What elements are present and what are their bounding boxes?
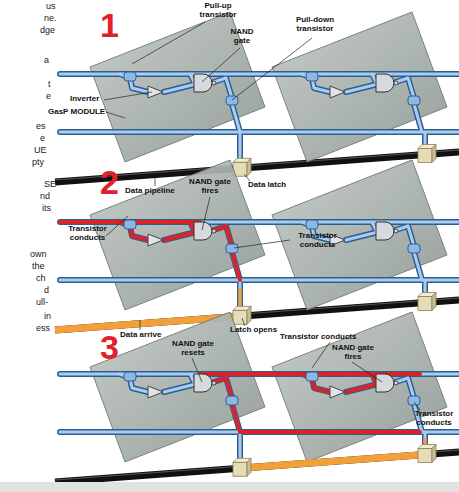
text-fragment: a — [44, 56, 49, 65]
text-fragment: in — [44, 312, 51, 321]
callout-label: Transistor conducts — [290, 232, 345, 249]
callout-label: Transistor conducts — [60, 225, 115, 242]
text-fragment: UE — [34, 146, 47, 155]
callout-label: NAND gate — [222, 28, 262, 45]
callout-label: NAND gate fires — [185, 178, 235, 195]
text-fragment: d — [44, 286, 49, 295]
text-fragment: es — [36, 122, 46, 131]
text-fragment: ess — [36, 324, 50, 333]
callout-label: GasP MODULE — [48, 108, 105, 117]
bottom-band — [0, 482, 459, 492]
text-fragment: own — [30, 250, 47, 259]
text-fragment: the — [32, 262, 45, 271]
text-fragment: ch — [36, 274, 46, 283]
text-fragment: SE — [44, 180, 56, 189]
text-fragment: us — [46, 2, 56, 11]
callout-label: NAND gate fires — [328, 344, 378, 361]
text-fragment: e — [40, 134, 45, 143]
stage-number: 3 — [100, 330, 119, 364]
callout-label: Pull-up transistor — [192, 2, 244, 19]
stage-number: 1 — [100, 8, 119, 42]
text-fragment: pty — [32, 158, 44, 167]
callout-label: Data latch — [248, 181, 286, 190]
stage-two — [55, 160, 459, 330]
callout-label: Data pipeline — [125, 187, 175, 196]
text-fragment: dge — [40, 26, 55, 35]
text-fragment: nd — [40, 192, 50, 201]
callout-label: NAND gate resets — [168, 340, 218, 357]
callout-label: Data arrive — [120, 331, 161, 340]
callout-label: Transistor conducts — [280, 333, 356, 342]
text-fragment: ull- — [36, 298, 48, 307]
leader-lines — [104, 22, 420, 410]
text-fragment: ne. — [44, 14, 57, 23]
callout-label: Pull-down transistor — [285, 16, 345, 33]
text-fragment: t — [48, 80, 51, 89]
stage-number: 2 — [100, 165, 119, 199]
callout-label: Transistor conducts — [410, 410, 458, 427]
text-fragment: its — [42, 204, 51, 213]
callout-label: Latch opens — [230, 326, 277, 335]
stage-three — [55, 312, 459, 482]
text-fragment: e — [46, 92, 51, 101]
callout-label: Inverter — [70, 95, 99, 104]
